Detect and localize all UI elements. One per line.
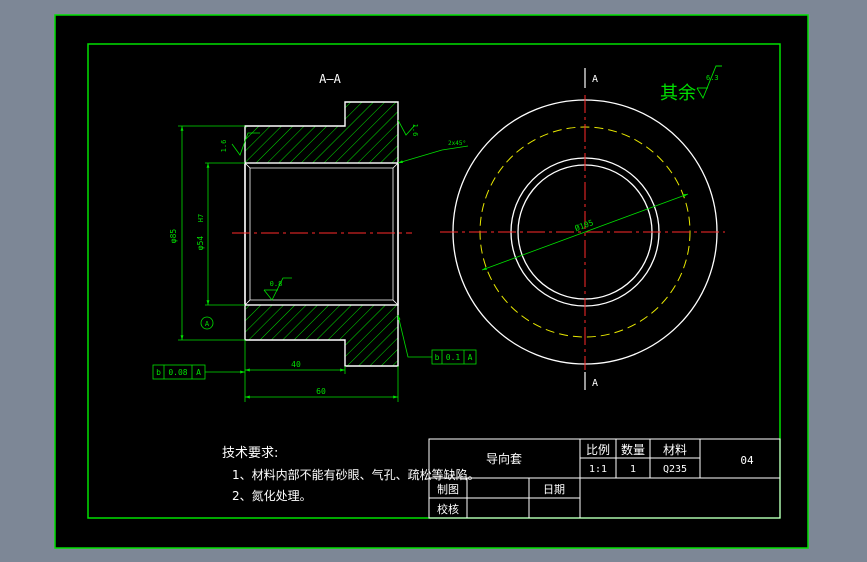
roughness-bore-value: 0.8 bbox=[270, 280, 283, 288]
tolerance-frame-left: b 0.08 A bbox=[152, 364, 245, 380]
dim-length-60: 60 bbox=[316, 387, 326, 396]
dim-lines-left bbox=[178, 125, 245, 341]
roughness-left-value: 1.6 bbox=[220, 140, 228, 153]
title-block bbox=[428, 438, 781, 519]
notes-line2: 2、氮化处理。 bbox=[232, 488, 312, 503]
tb-date: 日期 bbox=[543, 483, 565, 496]
tb-part-name: 导向套 bbox=[486, 451, 522, 466]
tb-qty-label: 数量 bbox=[621, 442, 645, 457]
notes-line1: 1、材料内部不能有砂眼、气孔、疏松等缺陷。 bbox=[232, 467, 480, 482]
tol-right-datum: A bbox=[468, 353, 473, 362]
roughness-other: 其余 6.3 bbox=[660, 65, 722, 104]
tb-scale-label: 比例 bbox=[586, 443, 610, 457]
tb-material: Q235 bbox=[663, 464, 687, 475]
tol-left-value: 0.08 bbox=[168, 368, 187, 377]
tb-qty: 1 bbox=[630, 464, 636, 475]
tb-checked-by: 校核 bbox=[437, 502, 459, 516]
datum-circle bbox=[200, 316, 214, 330]
front-view: Ø105 A A bbox=[440, 68, 725, 390]
tol-right-symbol: b bbox=[435, 353, 440, 362]
dim-fit: H7 bbox=[197, 214, 205, 222]
roughness-mark-bore bbox=[263, 277, 292, 301]
section-view: A—A φ85 φ54 H7 bbox=[152, 72, 477, 402]
section-label: A—A bbox=[319, 72, 341, 86]
hatch-bottom bbox=[245, 305, 398, 366]
dim-lines-bottom bbox=[244, 340, 399, 402]
dim-chamfer: 2x45° bbox=[448, 140, 466, 147]
part-outline bbox=[244, 101, 399, 367]
section-marker-top: A bbox=[592, 74, 598, 85]
sheet-background bbox=[54, 14, 809, 549]
tolerance-frame-right: b 0.1 A bbox=[397, 314, 477, 365]
tol-left-symbol: b bbox=[156, 368, 161, 377]
roughness-right-value: 1.6 bbox=[411, 124, 419, 137]
tb-material-label: 材料 bbox=[663, 443, 687, 457]
tb-drawn-by: 制图 bbox=[437, 483, 459, 496]
dim-outer-diameter: φ85 bbox=[169, 229, 178, 244]
dia-105-line bbox=[481, 193, 689, 271]
notes-title: 技术要求: bbox=[222, 446, 278, 461]
chamfer-leader bbox=[397, 149, 443, 164]
tb-drawing-no: 04 bbox=[740, 454, 754, 467]
dim-bore-diameter: φ54 bbox=[196, 236, 205, 251]
roughness-mark-right bbox=[397, 119, 416, 136]
dim-length-40: 40 bbox=[291, 360, 301, 369]
tol-left-datum: A bbox=[196, 368, 201, 377]
roughness-other-value: 6.3 bbox=[706, 74, 719, 82]
tb-scale: 1:1 bbox=[589, 464, 607, 475]
technical-notes: 技术要求: 1、材料内部不能有砂眼、气孔、疏松等缺陷。 2、氮化处理。 bbox=[222, 446, 480, 503]
datum-label: A bbox=[205, 320, 210, 328]
tol-right-value: 0.1 bbox=[446, 353, 461, 362]
hatch-top bbox=[245, 102, 398, 163]
roughness-mark-left bbox=[231, 132, 260, 156]
roughness-other-text: 其余 bbox=[660, 83, 696, 104]
section-marker-bottom: A bbox=[592, 378, 598, 389]
